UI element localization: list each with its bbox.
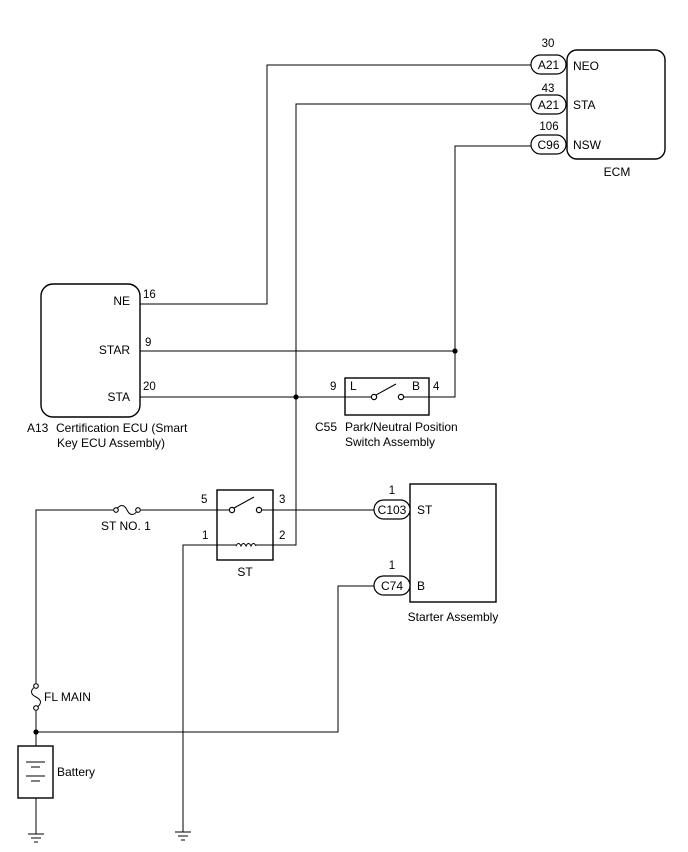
park-neutral-name-line2: Switch Assembly (345, 435, 435, 449)
st-relay-label: ST (237, 565, 253, 579)
starter-pin-label-b: B (417, 579, 425, 593)
battery-label: Battery (57, 765, 95, 779)
fuse-fl-main-icon (31, 685, 41, 709)
certification-ecu-pin-number-star: 9 (145, 337, 151, 349)
fuse-st-no1: ST NO. 1 (101, 505, 151, 533)
starter-assembly-label: Starter Assembly (408, 610, 499, 624)
ecm-pin-label-sta: STA (573, 98, 595, 112)
st-relay-block: 5 3 1 2 ST (201, 489, 285, 579)
ecm-pin-label-nsw: NSW (573, 138, 602, 152)
certification-ecu-block: NE STAR STA 16 9 20 A13 Certification EC… (27, 283, 188, 450)
certification-ecu-name-line2: Key ECU Assembly) (57, 436, 165, 450)
fuse-st-no1-end-left (113, 507, 119, 513)
st-relay-contact-left (228, 506, 236, 514)
fuse-fl-main: FL MAIN (31, 683, 91, 711)
wire-ne-to-neo (140, 64, 531, 305)
junction-star-nsw (452, 348, 458, 354)
st-relay-pin-1: 1 (202, 530, 208, 542)
wire-ecm-nsw (429, 145, 531, 398)
starter-connector-b: C74 (381, 579, 403, 593)
ground-icon (28, 833, 44, 843)
wire-battery-to-starter-b (36, 585, 374, 733)
wire-coil-to-ground (182, 544, 217, 832)
certification-ecu-pin-label-sta: STA (108, 390, 130, 404)
ecm-pin-number-neo: 30 (542, 38, 555, 50)
st-relay-pin-5: 5 (201, 494, 207, 506)
park-neutral-switch-block: L B 9 4 C55 Park/Neutral Position Switch… (315, 377, 458, 449)
park-neutral-name-line1: Park/Neutral Position (345, 420, 458, 434)
certification-ecu-pin-label-ne: NE (113, 294, 130, 308)
park-neutral-pin-left: 9 (330, 381, 336, 393)
battery-box (17, 745, 54, 799)
ecm-connector-sta: A21 (538, 98, 560, 112)
st-relay-coil-icon (235, 543, 257, 548)
ground-icon (175, 831, 191, 841)
certification-ecu-pin-number-ne: 16 (143, 289, 156, 301)
fuse-st-no1-label: ST NO. 1 (101, 519, 151, 533)
fuse-st-no1-icon (115, 505, 139, 515)
wires (33, 64, 531, 834)
ecm-pin-number-nsw: 106 (539, 121, 558, 133)
battery-block: Battery (17, 745, 95, 799)
ecm-box (566, 49, 666, 160)
ecm-block: ECM 30 A21 NEO 43 A21 STA 106 C96 NSW (530, 38, 666, 179)
junction-sta-line (293, 394, 299, 400)
park-neutral-contact-left (370, 393, 378, 401)
certification-ecu-name-line1: Certification ECU (Smart (56, 421, 188, 435)
starter-pin-number-b: 1 (389, 560, 395, 572)
park-neutral-switch-blade (375, 383, 397, 396)
st-relay-box (216, 489, 274, 561)
ecm-pin-number-sta: 43 (542, 83, 555, 95)
st-relay-pin-2: 2 (279, 530, 285, 542)
junction-battery (33, 729, 39, 735)
park-neutral-terminal-l: L (350, 379, 357, 393)
certification-ecu-code: A13 (27, 421, 49, 435)
ecm-connector-pill-nsw (530, 134, 567, 155)
starter-assembly-box (409, 483, 497, 603)
st-relay-contact-right (255, 506, 263, 514)
starter-pin-number-st: 1 (389, 485, 395, 497)
st-relay-pin-3: 3 (279, 494, 285, 506)
starter-connector-st: C103 (378, 503, 407, 517)
fuse-fl-main-label: FL MAIN (44, 690, 91, 704)
wire-ecm-sta-to-relay-coil (273, 103, 531, 546)
park-neutral-terminal-b: B (412, 379, 420, 393)
ecm-pin-label-neo: NEO (573, 59, 599, 73)
wire-fl-main-to-st-no1 (35, 509, 113, 683)
park-neutral-contact-right (397, 393, 405, 401)
certification-ecu-pin-label-star: STAR (99, 343, 130, 357)
starter-pin-label-st: ST (417, 503, 433, 517)
park-neutral-code: C55 (315, 420, 337, 434)
st-relay-switch-blade (233, 496, 255, 509)
certification-ecu-pin-number-sta: 20 (143, 381, 156, 393)
starter-assembly-block: 1 C103 ST 1 C74 B Starter Assembly (373, 483, 499, 624)
fuse-st-no1-end-right (135, 507, 141, 513)
park-neutral-pin-right: 4 (433, 381, 440, 393)
fuse-fl-main-end-top (33, 683, 39, 689)
fuse-fl-main-end-bottom (33, 705, 39, 711)
ecm-connector-nsw: C96 (537, 138, 559, 152)
ecm-label: ECM (604, 165, 631, 179)
ecm-connector-neo: A21 (538, 58, 560, 72)
